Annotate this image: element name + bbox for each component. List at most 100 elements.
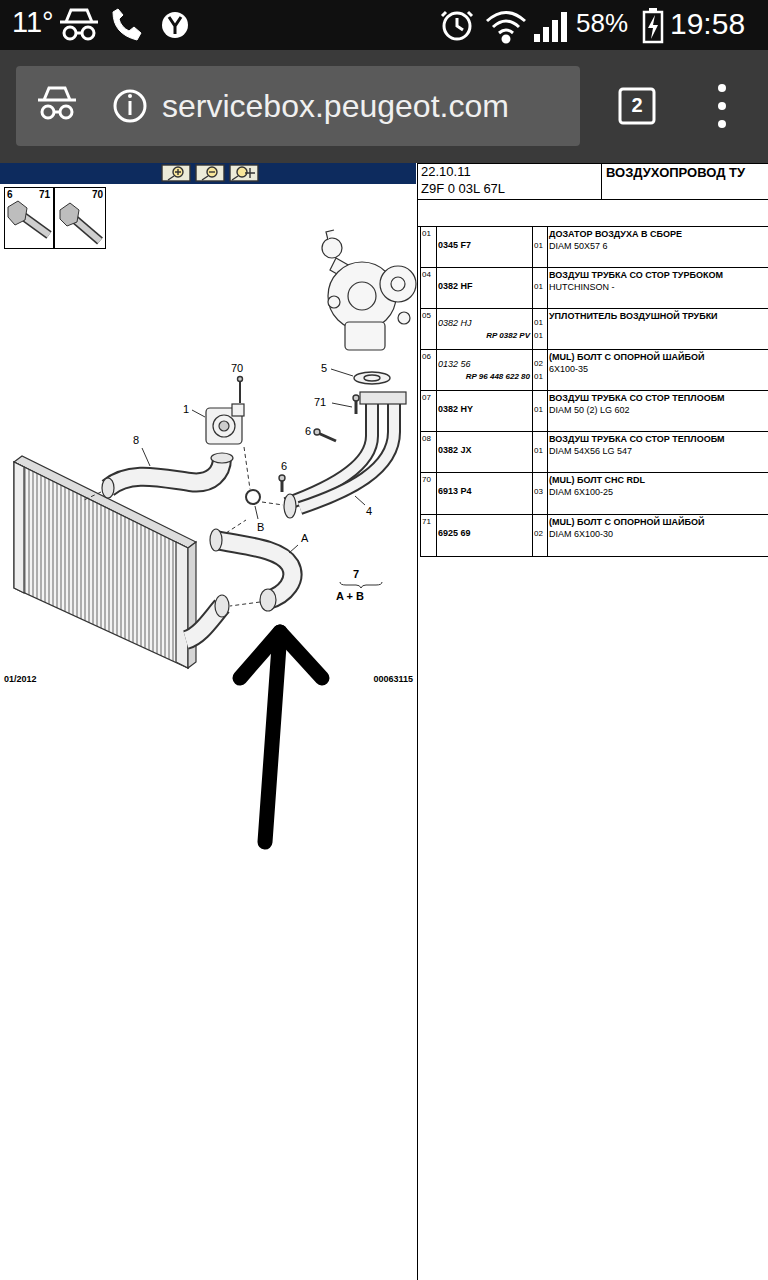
annotation-arrow (265, 632, 280, 842)
zoom-buttons (202, 176, 208, 180)
small-parts (246, 490, 260, 504)
annotation-arrow (240, 632, 322, 678)
hose-collar (102, 478, 114, 498)
leader-line (340, 582, 382, 588)
browser-icons (129, 101, 132, 115)
throttle-body (232, 404, 244, 416)
browser-icons (718, 84, 726, 128)
quantity: 02 (534, 359, 543, 368)
assembly-line (226, 520, 246, 533)
callout-number: 6 (305, 425, 311, 438)
small-parts (238, 377, 243, 382)
status-clock: 19:58 (670, 7, 745, 42)
hose (108, 458, 222, 488)
browser-icons (115, 91, 145, 121)
quantity: 02 (534, 529, 543, 538)
leader-line (192, 410, 205, 417)
leader-line (142, 448, 150, 466)
throttle-body (213, 415, 235, 437)
zoom-buttons (230, 165, 258, 181)
callout-letter: A (301, 532, 308, 545)
callout-number: 8 (133, 434, 139, 447)
small-parts (239, 380, 241, 403)
small-parts (355, 400, 358, 414)
assembly-line (84, 492, 101, 500)
zoom-buttons (209, 171, 215, 172)
small-parts (281, 480, 284, 492)
zoom-buttons (196, 165, 224, 181)
part-thumbnail: 70 (54, 187, 106, 249)
browser-icons (60, 106, 72, 118)
browser-icons (42, 106, 54, 118)
status-icons (534, 34, 540, 42)
leader-line (331, 369, 353, 376)
status-icons (162, 12, 188, 38)
browser-icons (718, 120, 726, 128)
hose (108, 404, 394, 640)
turbocharger (326, 230, 334, 240)
part-specification: DIAM 6X100-25 (549, 487, 613, 497)
quantity: 01 (534, 331, 543, 340)
part-reference: 0382 JX (438, 445, 472, 455)
item-number: 01 (422, 229, 431, 238)
vehicle-code: Z9F 0 03L 67L (421, 182, 505, 197)
hose (216, 540, 292, 600)
part-thumbnail: 671 (4, 187, 54, 249)
part-description: (MUL) БОЛТ С ОПОРНОЙ ШАЙБОЙ (549, 517, 704, 527)
turbocharger (322, 238, 342, 258)
hose-collar (102, 392, 406, 617)
item-number: 04 (422, 270, 431, 279)
throttle-body (206, 404, 244, 444)
table-grid (420, 308, 768, 309)
status-icons (60, 10, 98, 22)
table-grid (420, 390, 768, 391)
part-reference: 0345 F7 (438, 240, 471, 250)
part-description: ВОЗДУШ ТРУБКА СО СТОР ТУРБОКОМ (549, 270, 723, 280)
callout-number: 5 (321, 362, 327, 375)
status-icons (561, 12, 567, 42)
quantity: 03 (534, 487, 543, 496)
callout-number: 4 (366, 505, 372, 518)
assembly-line (262, 502, 283, 505)
intercooler (14, 462, 24, 593)
status-icons (534, 8, 658, 42)
status-icons (76, 32, 82, 35)
zoom-buttons (168, 176, 174, 180)
turbocharger (391, 277, 405, 291)
browser-icons (620, 89, 654, 123)
part-specification: 6X100-35 (549, 364, 588, 374)
part-reference: 6913 P4 (438, 486, 472, 496)
zoom-buttons (207, 167, 217, 177)
callout-number: 6 (7, 189, 13, 201)
hose (216, 540, 292, 600)
hose-collar (215, 595, 229, 617)
callout-number: 1 (183, 403, 189, 416)
hose-collar (211, 453, 233, 463)
browser-icons (38, 84, 726, 128)
assembly-line (244, 447, 250, 489)
browser-bar (0, 50, 768, 163)
part-description: (MUL) БОЛТ CHC RDL (549, 475, 645, 485)
part-description: УПЛОТНИТЕЛЬ ВОЗДУШНОЙ ТРУБКИ (549, 311, 718, 321)
item-number: 06 (422, 352, 431, 361)
url-text: servicebox.peugeot.com (162, 88, 509, 125)
zoom-buttons (237, 167, 247, 177)
callout-number: 6 (281, 460, 287, 473)
table-grid (418, 199, 768, 200)
browser-icons (54, 111, 60, 114)
quantity: 01 (534, 405, 543, 414)
assembly-line (84, 447, 283, 606)
table-grid (420, 472, 768, 473)
part-specification: DIAM 6X100-30 (549, 529, 613, 539)
hose-collar (360, 392, 406, 404)
leader-line (255, 506, 258, 519)
leader-line (142, 369, 382, 588)
item-number: 05 (422, 311, 431, 320)
status-icons (64, 27, 76, 39)
url-field (16, 66, 580, 146)
table-grid (418, 163, 768, 1280)
page-title: ВОЗДУХОПРОВОД ТУ (606, 166, 745, 181)
throttle-body (219, 421, 229, 431)
callout-number: 7 (353, 568, 359, 581)
callout-number: 70 (231, 362, 243, 375)
